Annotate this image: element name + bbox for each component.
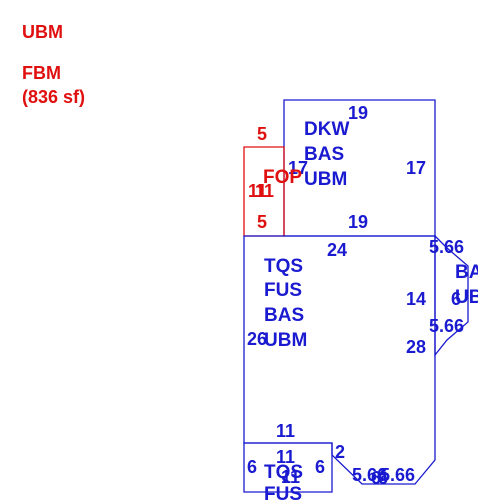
fop-side-bottom: 5: [257, 212, 267, 232]
tqs-main-label-3: BAS: [264, 305, 304, 326]
tqs-lower-label-1: TQS: [264, 462, 303, 483]
tqs-main-side-chamfer-b: 5.66: [380, 465, 415, 485]
fop-side-top: 5: [257, 124, 267, 144]
tqs-lower-label-2: FUS: [264, 484, 302, 500]
fop-label: FOP: [263, 167, 302, 188]
dkw-side-left: 17: [288, 158, 308, 178]
legend-fbm: FBM: [22, 63, 61, 83]
bay-label-2: UB: [455, 287, 478, 308]
tqs-main-side-right-upper: 14: [406, 289, 426, 309]
dkw-label-3: UBM: [304, 169, 347, 190]
tqs-main-side-left: 26: [247, 329, 267, 349]
tqs-main-label-4: UBM: [264, 330, 307, 351]
bay-side-top: 5.66: [429, 237, 464, 257]
tqs-lower-side-right: 6: [315, 457, 325, 477]
dkw-side-right: 17: [406, 158, 426, 178]
bay-outline: [434, 234, 469, 357]
dkw-label-2: BAS: [304, 144, 344, 165]
legend-ubm: UBM: [22, 22, 63, 42]
tqs-lower-side-left: 6: [247, 457, 257, 477]
tqs-main-side-base-a: 6: [371, 468, 381, 488]
tqs-main-side-bottom: 11: [276, 421, 295, 441]
dkw-side-top: 19: [348, 103, 368, 123]
dkw-label-1: DKW: [304, 119, 349, 140]
fop-side-left: 11: [248, 181, 267, 201]
tqs-main-side-chamfer-a: 5.66: [352, 465, 387, 485]
tqs-main-side-top: 24: [327, 240, 347, 260]
fop-side-right: 11: [255, 181, 274, 201]
legend-area: (836 sf): [22, 87, 86, 107]
tqs-main-side-notch: 2: [335, 442, 345, 462]
tqs-lower-side-top: 11: [276, 447, 295, 467]
bay-label-1: BA: [455, 262, 478, 283]
bay-side-bottom: 5.66: [429, 316, 464, 336]
tqs-lower-outline: [243, 442, 333, 493]
tqs-main-side-right-lower: 28: [406, 337, 426, 357]
tqs-lower-side-bottom: 11: [281, 467, 300, 487]
bay-side-right: 6: [451, 289, 461, 309]
dkw-side-bottom: 19: [348, 212, 368, 232]
tqs-main-side-base-b: 6: [378, 468, 388, 488]
tqs-main-label-2: FUS: [264, 280, 302, 301]
tqs-main-label-1: TQS: [264, 256, 303, 277]
